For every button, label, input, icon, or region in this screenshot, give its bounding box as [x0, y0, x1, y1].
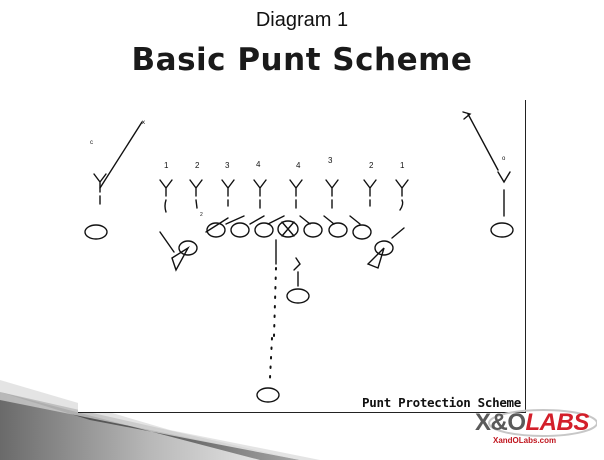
punt-protection-line [159, 215, 405, 272]
logo-swoosh-icon [488, 409, 597, 437]
lane-number: 1 [164, 161, 169, 170]
svg-text:2: 2 [200, 212, 203, 218]
lane-number: 3 [225, 161, 230, 170]
svg-text:x: x [142, 120, 145, 126]
rush-lane-numbers: 1 2 3 4 4 3 2 1 [164, 156, 405, 170]
diagram-number-label: Diagram 1 [255, 9, 349, 31]
xando-labs-logo[interactable]: X&OLABS XandOLabs.com [475, 405, 597, 455]
svg-text:c: c [90, 140, 93, 146]
lane-number: 4 [296, 161, 301, 170]
lane-number: 2 [195, 161, 200, 170]
logo-suffix: LABS [525, 409, 590, 436]
punt-diagram-drawing: x c o 1 2 3 4 4 3 [84, 111, 514, 403]
lane-number: 1 [400, 161, 405, 170]
logo-prefix: X&O [475, 409, 526, 436]
defensive-rushers: 2 [159, 179, 409, 218]
personal-protector [275, 239, 310, 304]
diagram-caption: Punt Protection Scheme [362, 395, 521, 410]
snap-path [269, 267, 277, 379]
lane-number: 3 [328, 156, 333, 165]
slide-title: Basic Punt Scheme [131, 42, 473, 78]
lane-number: 4 [256, 160, 261, 169]
punt-diagram: x c o 1 2 3 4 4 3 [78, 100, 526, 413]
logo-wordmark: X&OLABS [475, 409, 589, 437]
lane-number: 2 [369, 161, 374, 170]
right-gunner: o [462, 111, 514, 238]
punter [256, 387, 280, 403]
logo-url[interactable]: XandOLabs.com [493, 436, 557, 445]
svg-text:o: o [502, 156, 506, 162]
left-gunner: x c [84, 120, 145, 240]
